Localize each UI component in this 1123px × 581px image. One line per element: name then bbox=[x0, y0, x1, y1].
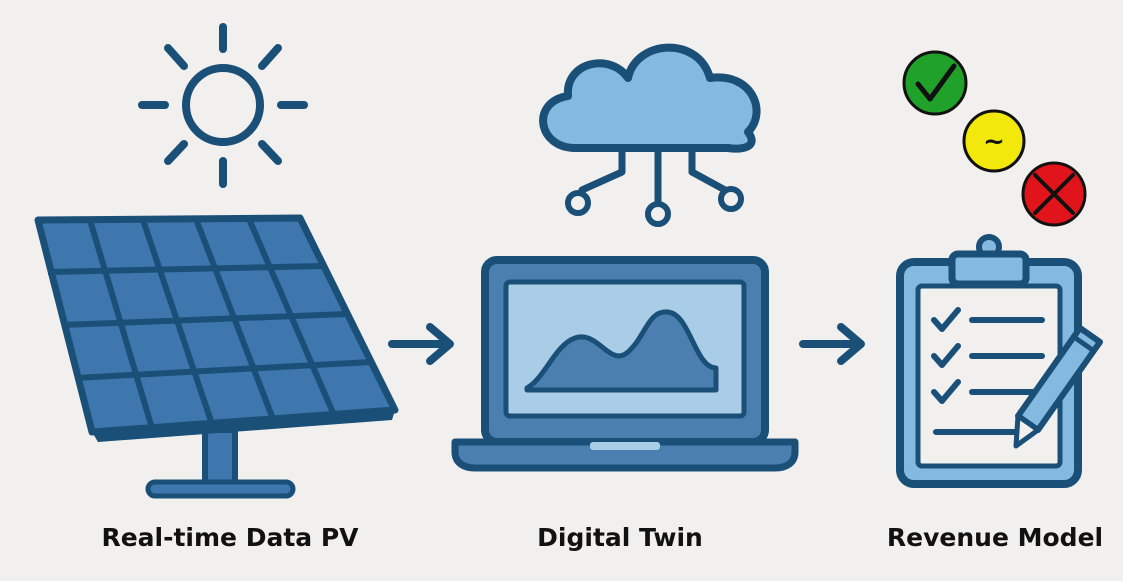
stage-label-pv: Real-time Data PV bbox=[101, 523, 359, 552]
panel-frame bbox=[92, 410, 395, 442]
cloud-shape bbox=[539, 43, 761, 153]
checklist-items bbox=[931, 307, 1045, 435]
laptop-chart-icon bbox=[451, 256, 799, 472]
laptop-screen bbox=[503, 279, 747, 419]
stage-label-revenue-model: Revenue Model bbox=[886, 523, 1104, 552]
arrow-twin-to-revenue bbox=[799, 323, 865, 365]
cross-status-icon bbox=[1021, 161, 1087, 227]
approximate-circle bbox=[962, 109, 1026, 173]
approximate-symbol: ~ bbox=[983, 127, 1005, 157]
screen-chart bbox=[524, 309, 719, 393]
stage-label-digital-twin: Digital Twin bbox=[537, 523, 703, 552]
clipboard-paper bbox=[915, 283, 1063, 469]
check-circle bbox=[902, 50, 968, 116]
clipboard-clip bbox=[948, 250, 1030, 288]
sun-icon bbox=[138, 23, 308, 188]
network-nodes bbox=[565, 186, 744, 227]
check-status-icon bbox=[902, 50, 968, 116]
solar-panel-icon bbox=[34, 214, 399, 499]
panel-grid bbox=[47, 217, 372, 429]
status-indicator-icons: ~ bbox=[902, 50, 1087, 227]
pencil-icon bbox=[1013, 325, 1103, 449]
laptop-base bbox=[451, 438, 799, 472]
laptop-notch bbox=[590, 442, 660, 450]
arrow-pv-to-twin bbox=[388, 323, 454, 365]
panel-base bbox=[145, 479, 296, 499]
clipboard-checklist-icon bbox=[896, 234, 1103, 488]
approximate-status-icon: ~ bbox=[962, 109, 1026, 173]
network-lines bbox=[578, 146, 729, 206]
cloud-network-icon bbox=[539, 43, 761, 227]
